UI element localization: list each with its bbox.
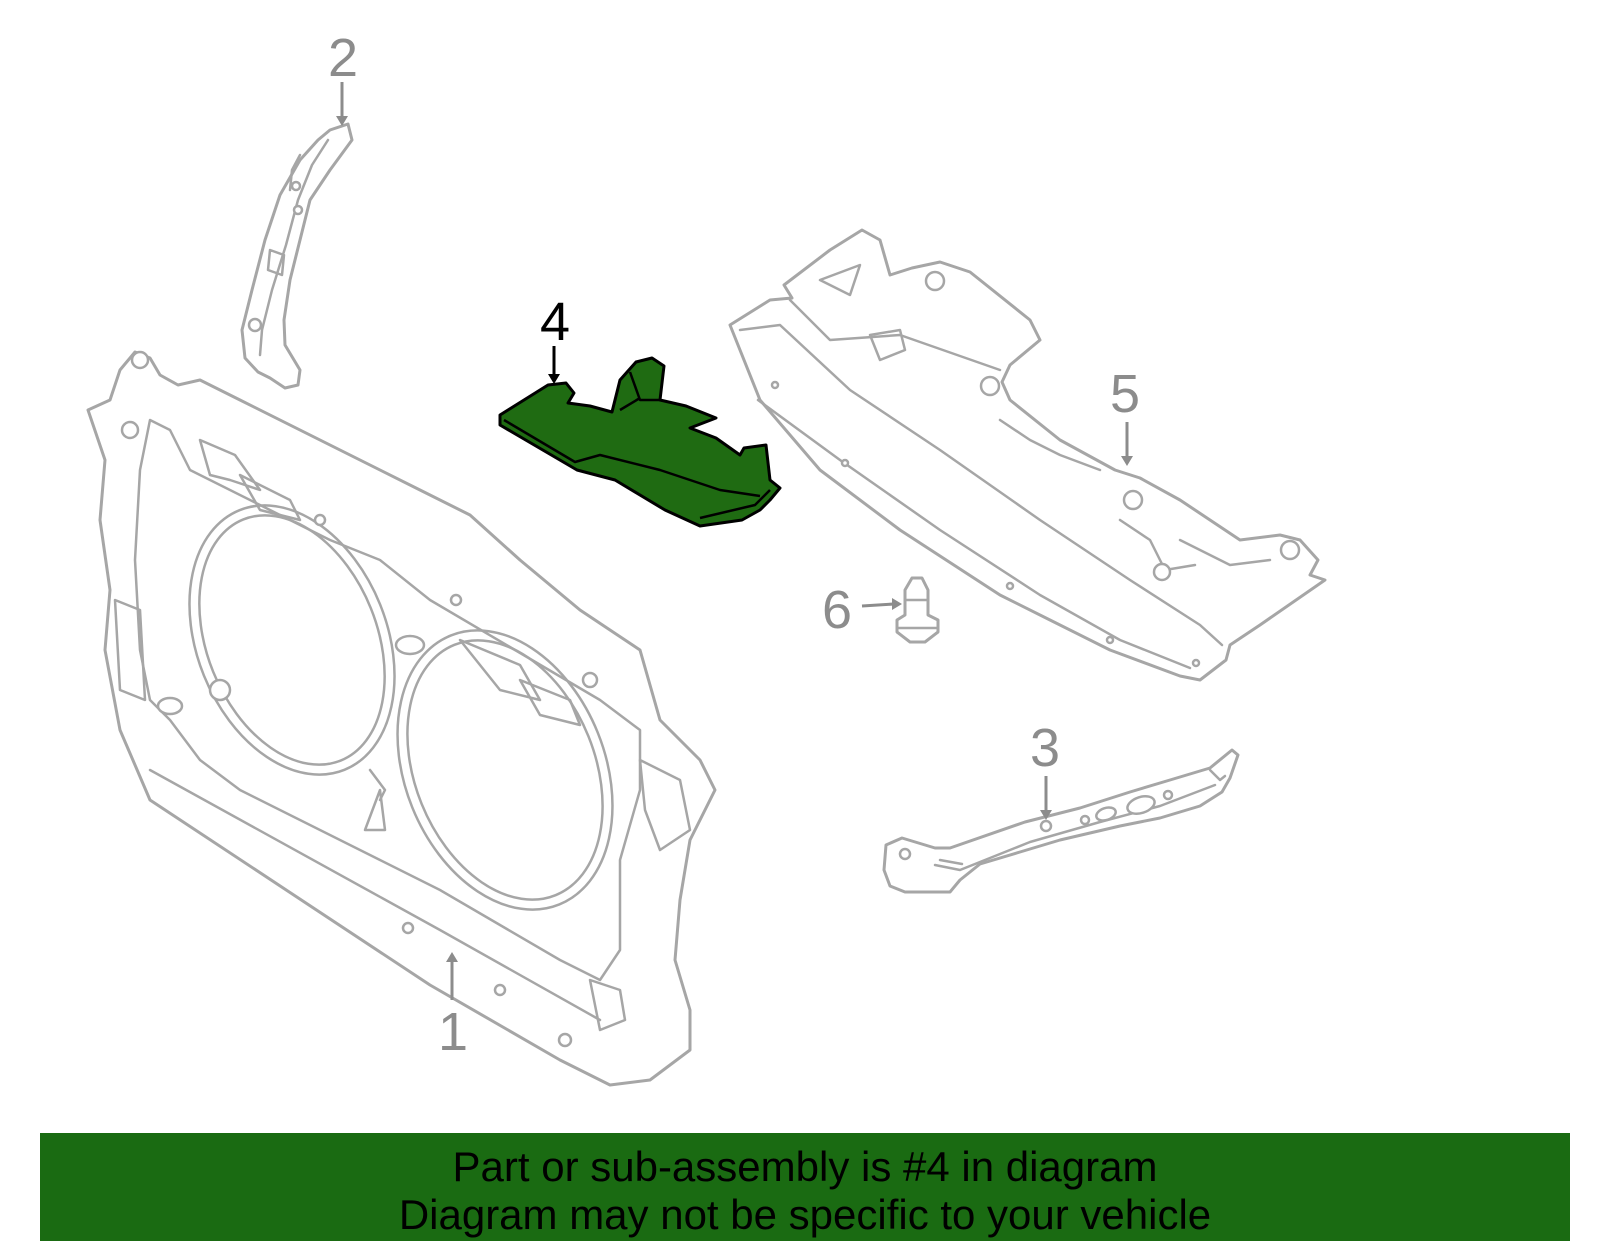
svg-text:6: 6 xyxy=(822,580,852,640)
part-5-splash-shield[interactable] xyxy=(728,228,1327,682)
banner-line-2: Diagram may not be specific to your vehi… xyxy=(398,1191,1212,1238)
part-1-radiator-support[interactable] xyxy=(86,350,717,1087)
parts-diagram: 1 2 4 xyxy=(86,28,1327,1087)
svg-text:1: 1 xyxy=(438,1002,468,1062)
label-1: 1 xyxy=(438,952,468,1062)
label-2: 2 xyxy=(328,28,358,126)
part-6-push-clip[interactable] xyxy=(895,576,940,644)
label-5: 5 xyxy=(1110,364,1140,466)
part-2-upper-bracket[interactable] xyxy=(240,122,354,390)
info-banner: Part or sub-assembly is #4 in diagram Di… xyxy=(40,1133,1570,1241)
label-6: 6 xyxy=(822,580,902,640)
label-4: 4 xyxy=(540,292,570,384)
banner-line-1: Part or sub-assembly is #4 in diagram xyxy=(452,1143,1158,1190)
part-4-highlighted-deflector[interactable] xyxy=(498,356,782,528)
svg-text:3: 3 xyxy=(1030,718,1060,778)
svg-text:2: 2 xyxy=(328,28,358,88)
label-3: 3 xyxy=(1030,718,1060,820)
svg-text:4: 4 xyxy=(540,292,570,352)
part-3-lower-bracket[interactable] xyxy=(882,748,1240,894)
svg-text:5: 5 xyxy=(1110,364,1140,424)
